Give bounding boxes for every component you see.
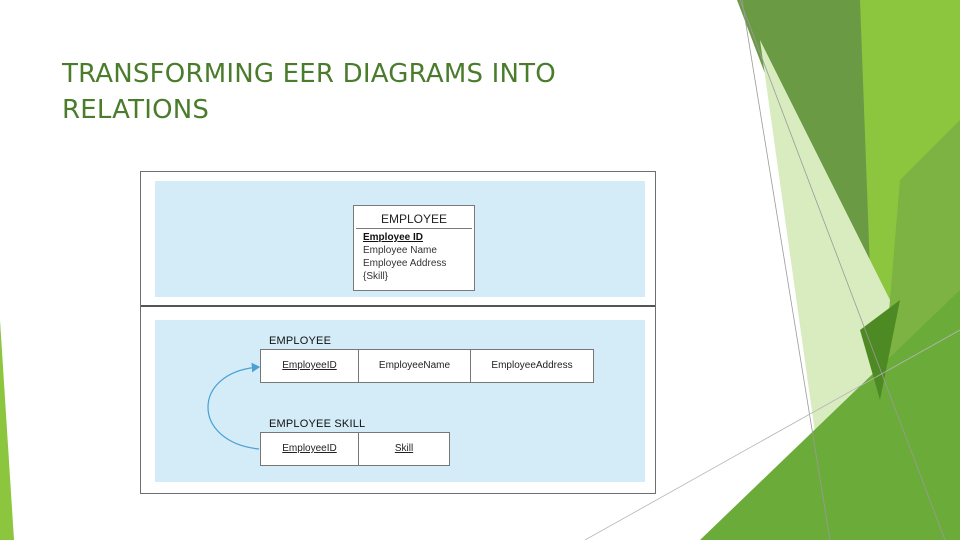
entity-attribute-employee-name: Employee Name bbox=[363, 245, 437, 256]
diagram-figure: EMPLOYEE Employee ID Employee Name Emplo… bbox=[140, 171, 656, 494]
deco-line-1 bbox=[741, 0, 831, 540]
relation-column-employee-name: EmployeeName bbox=[359, 350, 471, 382]
slide-title-line-2: RELATIONS bbox=[62, 95, 210, 125]
slide-title: TRANSFORMING EER DIAGRAMS INTO RELATIONS bbox=[62, 56, 662, 128]
deco-line-3 bbox=[584, 329, 960, 540]
entity-name: EMPLOYEE bbox=[380, 212, 448, 226]
entity-attribute-employee-id: Employee ID bbox=[363, 232, 424, 243]
entity-attributes: Employee ID Employee Name Employee Addre… bbox=[356, 228, 472, 283]
relation-table-employee-skill: EmployeeID Skill bbox=[260, 432, 450, 466]
relations-panel: EMPLOYEE EmployeeID EmployeeName Employe… bbox=[155, 320, 645, 482]
relation-column-skill-employee-id: EmployeeID bbox=[261, 433, 359, 465]
deco-shape-bottom bbox=[700, 290, 960, 540]
relation-column-skill: Skill bbox=[394, 443, 414, 454]
slide-title-line-1: TRANSFORMING EER DIAGRAMS INTO bbox=[62, 59, 556, 89]
entity-attribute-skill: {Skill} bbox=[363, 271, 389, 282]
relation-column-employee-address: EmployeeAddress bbox=[491, 360, 573, 371]
panel-divider bbox=[141, 305, 655, 307]
deco-shape-left bbox=[0, 320, 14, 540]
relation-name-employee-skill: EMPLOYEE SKILL bbox=[269, 418, 366, 430]
entity-attribute-employee-address: Employee Address bbox=[363, 258, 447, 269]
relation-column-employee-id: EmployeeID bbox=[261, 350, 359, 382]
entity-box-employee: EMPLOYEE Employee ID Employee Name Emplo… bbox=[353, 205, 475, 291]
relation-table-employee: EmployeeID EmployeeName EmployeeAddress bbox=[260, 349, 594, 383]
eer-panel: EMPLOYEE Employee ID Employee Name Emplo… bbox=[155, 181, 645, 297]
deco-shape-deep bbox=[860, 300, 900, 400]
deco-line-2 bbox=[739, 0, 946, 540]
relation-name-employee: EMPLOYEE bbox=[269, 335, 332, 347]
